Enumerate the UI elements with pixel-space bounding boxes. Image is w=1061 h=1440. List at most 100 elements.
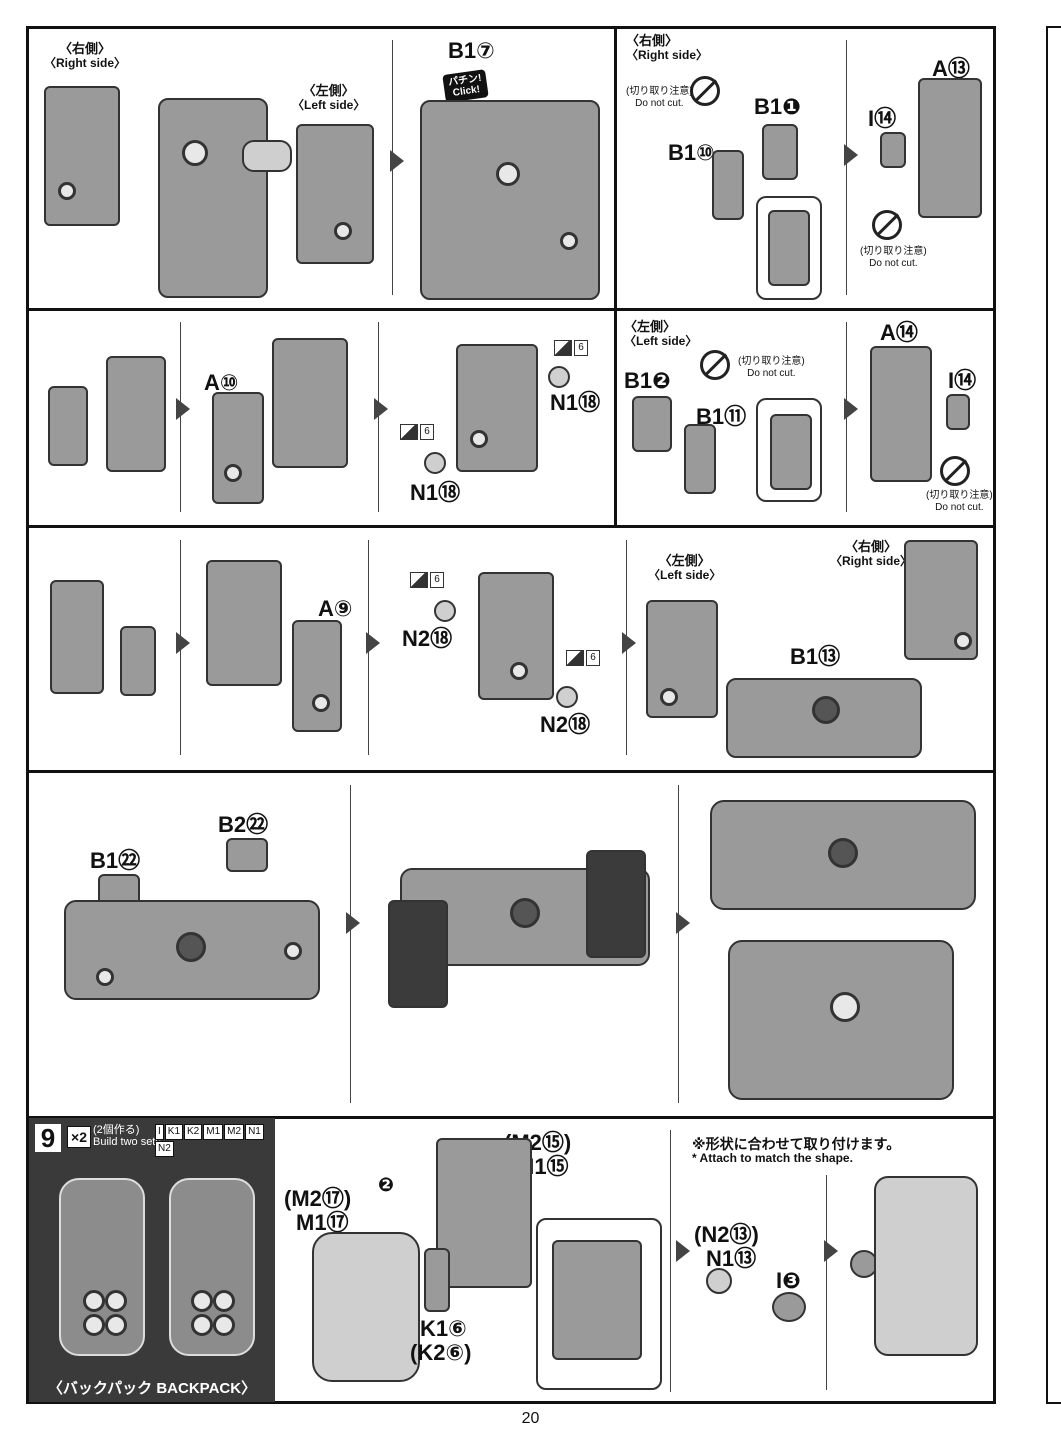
- right-side-label: 〈右側〉 〈Right side〉: [626, 33, 709, 62]
- b2-22-part: [226, 838, 268, 872]
- left-armor-part: [646, 600, 718, 718]
- part-label-a10: A⑩: [204, 370, 239, 395]
- flag-icon: [400, 424, 418, 440]
- detail-callout: [756, 196, 822, 300]
- part-label-a14: A⑭: [880, 320, 918, 345]
- do-not-cut-icon: [700, 350, 730, 380]
- part-label-k1-6: K1⑥: [420, 1316, 467, 1341]
- assembly-part: [272, 338, 348, 468]
- runner-code: I: [155, 1124, 164, 1140]
- do-not-cut-icon: [690, 76, 720, 106]
- left-side-label: 〈左側〉 〈Left side〉: [292, 83, 366, 112]
- backpack-top-assembly: [710, 800, 976, 910]
- step-arrow-icon: [390, 150, 404, 172]
- part-label-a13: A⑬: [932, 56, 970, 81]
- part-label-b1-22: B1㉒: [90, 848, 141, 873]
- i3-part: [772, 1292, 806, 1322]
- backpack-base-assembly: [64, 900, 320, 1000]
- a14-part: [870, 346, 932, 482]
- step-arrow-icon: [676, 1240, 690, 1262]
- step-arrow-icon: [176, 632, 190, 654]
- b1-2-part: [632, 396, 672, 452]
- a13-part: [918, 78, 982, 218]
- runner-code: K1: [164, 1124, 184, 1140]
- do-not-cut-icon: [872, 210, 902, 240]
- part-label-n2-18: N2⑱: [402, 626, 453, 651]
- click-badge: パチン!Click!: [442, 69, 490, 103]
- assembly-part: [206, 560, 282, 686]
- do-not-cut-note: (切り取り注意)Do not cut.: [860, 246, 927, 269]
- step-arrow-icon: [366, 632, 380, 654]
- assembled-torso-part: [420, 100, 600, 300]
- part-label-b1-11: B1⑪: [696, 404, 747, 429]
- step-arrow-icon: [676, 912, 690, 934]
- runner-code: M2: [224, 1124, 245, 1140]
- n2-18-part: [434, 600, 456, 622]
- left-armor-rotated: [388, 900, 448, 1008]
- b1-11-part: [684, 424, 716, 494]
- row-divider-2: [26, 525, 996, 528]
- right-armor-part: [44, 86, 120, 226]
- spring-joint-part: [242, 140, 292, 172]
- part-label-n1-13: N1⑬: [706, 1246, 757, 1271]
- m2-15-part: [436, 1138, 532, 1288]
- b1-10-part: [48, 386, 88, 466]
- step-arrow-icon: [176, 398, 190, 420]
- instruction-frame: [26, 26, 996, 1404]
- armor-assembly-part: [456, 344, 538, 472]
- left-armor-part: [296, 124, 374, 264]
- k1-6-part: [424, 1248, 450, 1312]
- armor-part: [50, 580, 104, 694]
- detail-callout: [756, 398, 822, 502]
- part-label-b1-10: B1⑩: [668, 140, 715, 165]
- step-arrow-icon: [844, 144, 858, 166]
- step-arrow-icon: [374, 398, 388, 420]
- flag-icon: [566, 650, 584, 666]
- right-armor-rotated: [586, 850, 646, 958]
- part-label-n1-18: N1⑱: [550, 390, 601, 415]
- armor-assembly-part: [478, 572, 554, 700]
- runner-codes: I K1 K2 M1 M2 N1 N2: [155, 1124, 273, 1157]
- part-label-b1-2: B1❷: [624, 368, 671, 393]
- m1-17-part: [312, 1232, 420, 1382]
- part-label-m2-17: (M2⑰): [284, 1186, 352, 1211]
- runner-code: K2: [184, 1124, 203, 1140]
- backpack-preview-right: [169, 1178, 255, 1356]
- part-label-a9: A⑨: [318, 596, 353, 621]
- step-separator: [826, 1175, 827, 1390]
- backpack-preview-left: [59, 1178, 145, 1356]
- do-not-cut-note: (切り取り注意)Do not cut.: [926, 490, 993, 513]
- torso-assembly: [728, 940, 954, 1100]
- multiplier-badge: ×2: [67, 1126, 91, 1148]
- detail-callout: [536, 1218, 662, 1390]
- i14-part: [880, 132, 906, 168]
- step-arrow-icon: [824, 1240, 838, 1262]
- runner-code: M1: [203, 1124, 224, 1140]
- part-label-i14: I⑭: [948, 368, 977, 393]
- b1-10-part: [712, 150, 744, 220]
- part-label-i14: I⑭: [868, 106, 897, 131]
- do-not-cut-note: (切り取り注意)Do not cut.: [738, 356, 805, 379]
- part-label-b1-7: B1⑦: [448, 38, 495, 63]
- b1-11-part: [120, 626, 156, 696]
- runner-code: N1: [245, 1124, 264, 1140]
- step-marker-2: ❷: [378, 1175, 395, 1196]
- sticker-flag: 6: [410, 572, 444, 588]
- part-label-n2-18: N2⑱: [540, 712, 591, 737]
- a9-part: [292, 620, 342, 732]
- b1-1-part: [762, 124, 798, 180]
- do-not-cut-icon: [940, 456, 970, 486]
- runner-code: N2: [155, 1141, 174, 1157]
- a13-assembly-part: [106, 356, 166, 472]
- b1-13-backpack-base: [726, 678, 922, 758]
- step-separator: [670, 1130, 671, 1392]
- do-not-cut-note: (切り取り注意)Do not cut.: [626, 86, 693, 109]
- right-side-label: 〈右側〉 〈Right side〉: [830, 539, 913, 568]
- step-separator: [678, 785, 679, 1103]
- right-armor-part: [904, 540, 978, 660]
- part-label-k2-6: (K2⑥): [410, 1340, 472, 1365]
- backpack-caption: 〈バックパック BACKPACK〉: [47, 1380, 257, 1397]
- step-separator: [350, 785, 351, 1103]
- part-label-b1-13: B1⑬: [790, 644, 841, 669]
- step-number: 9: [35, 1124, 61, 1152]
